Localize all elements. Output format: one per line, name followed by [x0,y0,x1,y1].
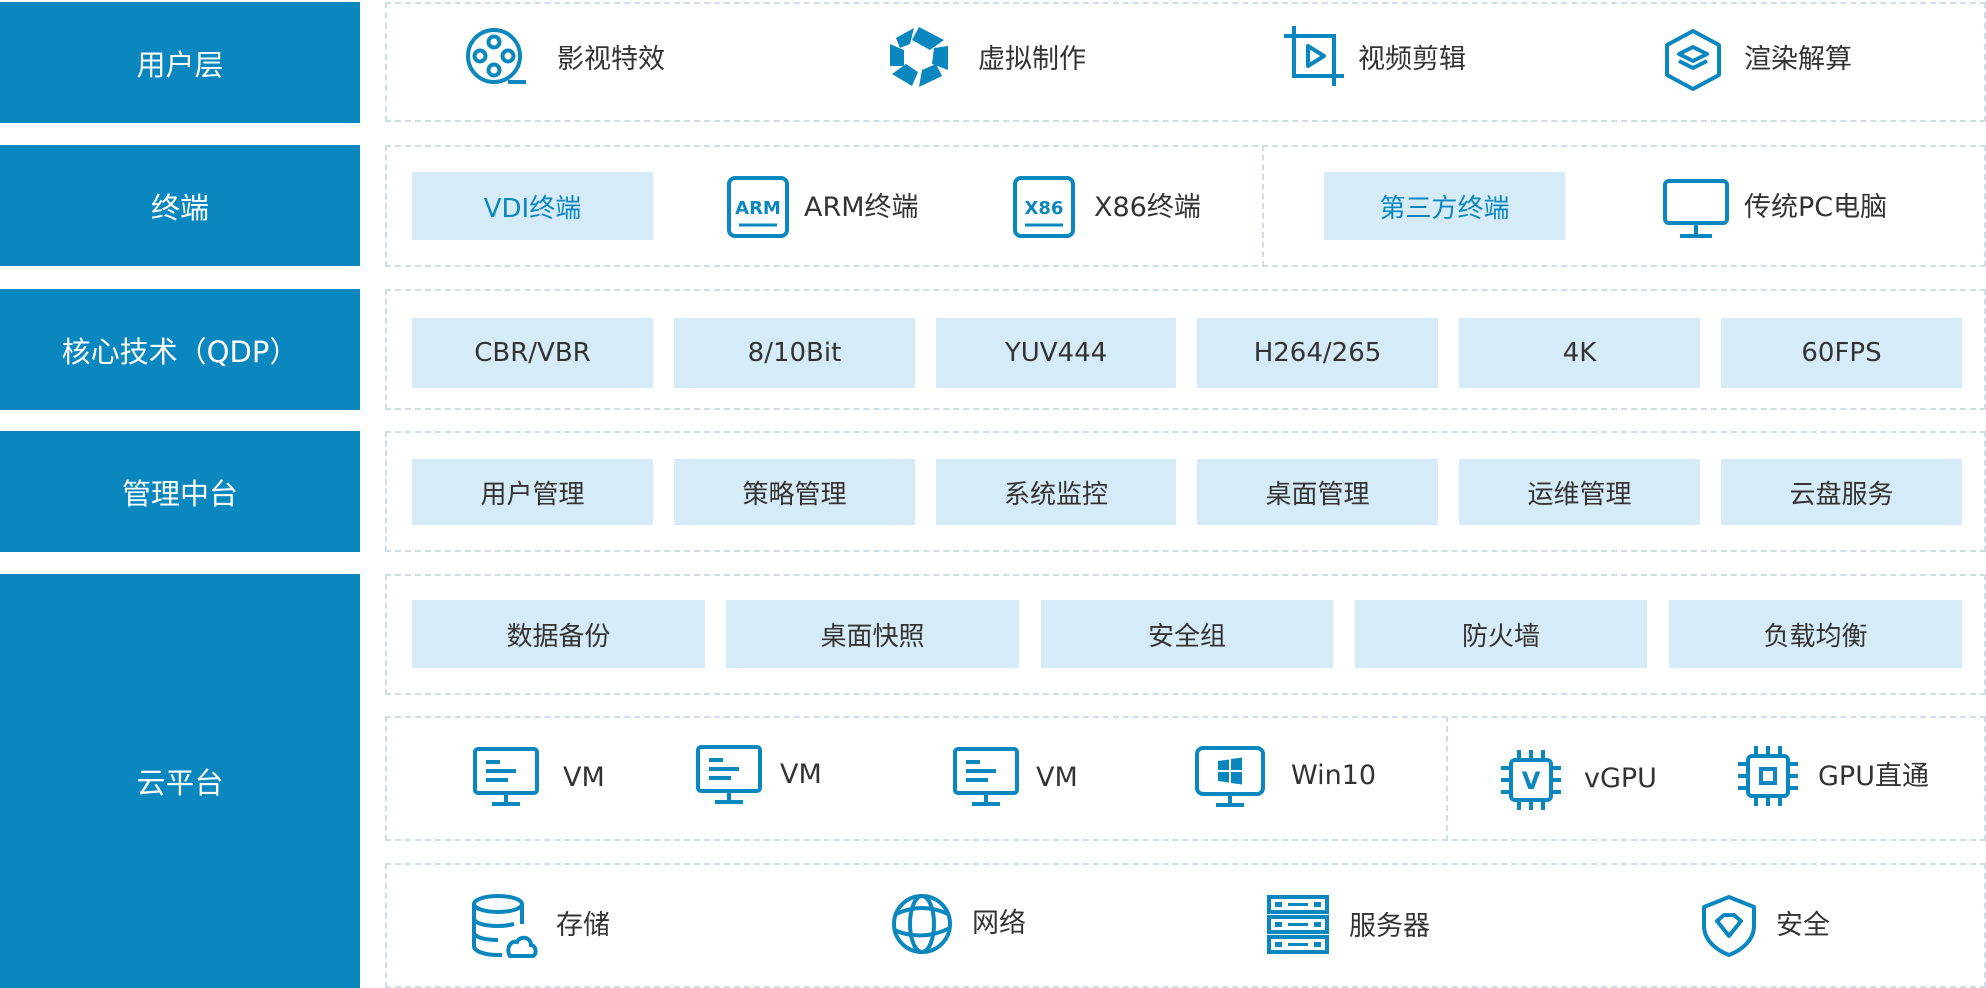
vm-monitor-icon [695,744,763,806]
cloud-compute-divider [1446,716,1448,841]
management-chip: 桌面管理 [1197,459,1438,525]
layer-label-management: 管理中台 [0,431,360,552]
vgpu-chip-icon: V [1499,748,1563,812]
film-reel-icon [464,26,528,90]
infra-label: 安全 [1776,909,1830,941]
infra-label: 网络 [972,907,1026,939]
cloud-infra-panel [385,863,1986,988]
cloud-services-panel [385,574,1986,695]
cloud-service-chip: 安全组 [1041,600,1333,668]
terminal-panel-divider [1262,145,1264,267]
vm-monitor-icon [472,746,540,808]
user-layer-panel [385,2,1986,122]
vm-label: Win10 [1291,759,1377,791]
vm-label: VM [780,758,822,790]
terminal-item-label: 传统PC电脑 [1744,191,1888,223]
vgpu-chip-icon-text: V [1522,767,1541,795]
arm-chip-icon: ARM [727,176,789,238]
core-panel [385,289,1986,410]
layer-label-terminal: 终端 [0,145,360,266]
terminal-item-label: X86终端 [1094,191,1201,223]
cloud-compute-panel [385,716,1986,841]
x86-chip-icon-text: X86 [1025,198,1064,219]
x86-chip-icon: X86 [1013,176,1075,238]
core-chip: H264/265 [1197,318,1438,388]
gpu-label: vGPU [1584,762,1657,794]
layers-hexagon-icon [1664,28,1722,92]
layer-label-cloud: 云平台 [0,574,360,988]
terminal-chip-vdi: VDI终端 [412,172,653,240]
gpu-label: GPU直通 [1818,760,1929,792]
server-rack-icon [1266,894,1330,956]
management-chip: 系统监控 [936,459,1176,525]
terminal-chip-third-party: 第三方终端 [1324,172,1565,240]
terminal-item-label: ARM终端 [804,191,919,223]
management-chip: 用户管理 [412,459,653,525]
core-chip: 60FPS [1721,318,1962,388]
video-crop-icon [1282,24,1346,88]
storage-cloud-icon [470,894,538,960]
core-chip: YUV444 [936,318,1176,388]
gpu-chip-icon [1736,744,1800,808]
layer-label-core: 核心技术（QDP） [0,289,360,410]
core-chip: 8/10Bit [674,318,915,388]
cloud-service-chip: 桌面快照 [726,600,1019,668]
terminal-panel [385,145,1986,267]
network-globe-icon [890,892,954,956]
management-chip: 运维管理 [1459,459,1700,525]
infra-label: 存储 [556,909,610,941]
monitor-icon [1662,178,1730,240]
arm-chip-icon-text: ARM [735,198,781,219]
windows-monitor-icon [1194,745,1266,809]
vm-monitor-icon [952,746,1020,808]
management-chip: 策略管理 [674,459,915,525]
cloud-service-chip: 负载均衡 [1669,600,1962,668]
management-panel [385,431,1986,552]
aperture-icon [886,24,952,90]
vm-label: VM [1036,761,1078,793]
management-chip: 云盘服务 [1721,459,1962,525]
cloud-service-chip: 防火墙 [1355,600,1647,668]
cloud-service-chip: 数据备份 [412,600,705,668]
vm-label: VM [563,761,605,793]
user-item-label: 视频剪辑 [1358,43,1466,75]
user-item-label: 渲染解算 [1744,43,1852,75]
core-chip: CBR/VBR [412,318,653,388]
core-chip: 4K [1459,318,1700,388]
security-shield-icon [1700,894,1758,958]
layer-label-user: 用户层 [0,2,360,123]
user-item-label: 影视特效 [557,43,665,75]
infra-label: 服务器 [1349,910,1430,942]
user-item-label: 虚拟制作 [978,43,1086,75]
